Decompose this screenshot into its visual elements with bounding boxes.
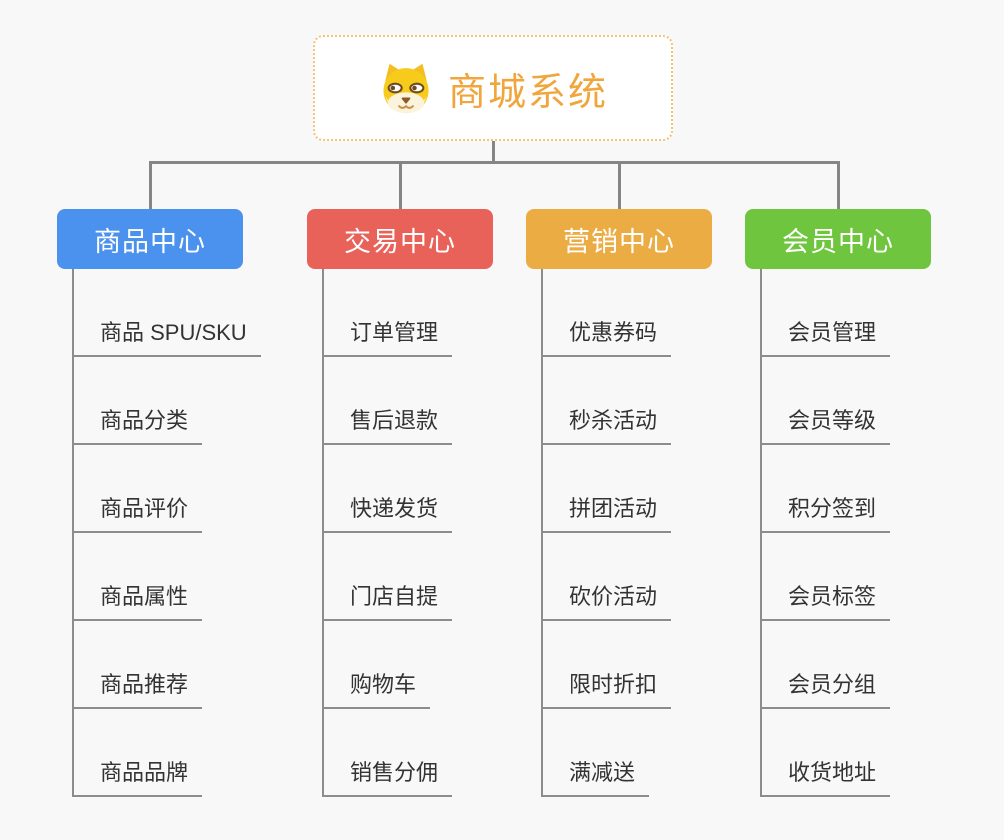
sub-item: 拼团活动 — [541, 445, 776, 533]
branch-label: 交易中心 — [344, 226, 456, 257]
sub-item: 会员管理 — [760, 269, 995, 357]
sub-item: 门店自提 — [322, 533, 557, 621]
branch-items: 商品 SPU/SKU 商品分类商品评价商品属性商品推荐商品品牌 — [72, 269, 307, 797]
connector-branch-stem — [149, 161, 152, 209]
sub-item-label[interactable]: 积分签到 — [760, 491, 891, 533]
sub-item-label[interactable]: 门店自提 — [322, 579, 453, 621]
sub-item-label[interactable]: 售后退款 — [322, 403, 453, 445]
branch-items: 订单管理售后退款快递发货门店自提购物车销售分佣 — [322, 269, 557, 797]
sub-item: 砍价活动 — [541, 533, 776, 621]
sub-item: 订单管理 — [322, 269, 557, 357]
sub-item-label[interactable]: 会员等级 — [760, 403, 891, 445]
sub-item-label[interactable]: 购物车 — [322, 667, 431, 709]
sub-item: 优惠券码 — [541, 269, 776, 357]
branch-label: 商品中心 — [94, 226, 206, 257]
branch-header[interactable]: 营销中心 — [526, 209, 712, 269]
sub-item-label[interactable]: 会员分组 — [760, 667, 891, 709]
sub-item-label[interactable]: 订单管理 — [322, 315, 453, 357]
connector-branch-stem — [618, 161, 621, 209]
sub-item: 会员等级 — [760, 357, 995, 445]
sub-item-label[interactable]: 快递发货 — [322, 491, 453, 533]
sub-item-label[interactable]: 商品品牌 — [72, 755, 203, 797]
sub-item: 秒杀活动 — [541, 357, 776, 445]
sub-item: 限时折扣 — [541, 621, 776, 709]
sub-item-label[interactable]: 销售分佣 — [322, 755, 453, 797]
sub-item-label[interactable]: 收货地址 — [760, 755, 891, 797]
sub-item-label[interactable]: 会员管理 — [760, 315, 891, 357]
branch-column: 营销中心 优惠券码秒杀活动拼团活动砍价活动限时折扣满减送 — [526, 161, 776, 797]
root-node[interactable]: 商城系统 — [313, 35, 673, 141]
sub-item: 会员标签 — [760, 533, 995, 621]
branch-column: 会员中心 会员管理会员等级积分签到会员标签会员分组收货地址 — [745, 161, 995, 797]
branch-label: 会员中心 — [782, 226, 894, 257]
branch-header[interactable]: 商品中心 — [57, 209, 243, 269]
sub-item: 购物车 — [322, 621, 557, 709]
sub-item: 会员分组 — [760, 621, 995, 709]
sub-item: 商品分类 — [72, 357, 307, 445]
sub-item-label[interactable]: 满减送 — [541, 755, 650, 797]
sub-item-label[interactable]: 砍价活动 — [541, 579, 672, 621]
sub-item: 商品属性 — [72, 533, 307, 621]
sub-item: 积分签到 — [760, 445, 995, 533]
sub-item: 商品推荐 — [72, 621, 307, 709]
branch-items: 优惠券码秒杀活动拼团活动砍价活动限时折扣满减送 — [541, 269, 776, 797]
dog-face-icon — [378, 62, 434, 114]
sub-item: 售后退款 — [322, 357, 557, 445]
sub-item-label[interactable]: 商品分类 — [72, 403, 203, 445]
sub-item-label[interactable]: 商品 SPU/SKU — [72, 315, 261, 357]
sub-item-label[interactable]: 秒杀活动 — [541, 403, 672, 445]
sub-item: 商品评价 — [72, 445, 307, 533]
connector-horizontal — [149, 161, 840, 164]
sub-item: 收货地址 — [760, 709, 995, 797]
branch-label: 营销中心 — [563, 226, 675, 257]
branch-column: 商品中心 商品 SPU/SKU 商品分类商品评价商品属性商品推荐商品品牌 — [57, 161, 307, 797]
sub-item: 销售分佣 — [322, 709, 557, 797]
sub-item-label[interactable]: 优惠券码 — [541, 315, 672, 357]
sub-item-label[interactable]: 限时折扣 — [541, 667, 672, 709]
sub-item-label[interactable]: 拼团活动 — [541, 491, 672, 533]
sub-item-label[interactable]: 商品评价 — [72, 491, 203, 533]
branch-items: 会员管理会员等级积分签到会员标签会员分组收货地址 — [760, 269, 995, 797]
sub-item: 满减送 — [541, 709, 776, 797]
sub-item: 商品 SPU/SKU — [72, 269, 307, 357]
connector-root-stem — [492, 141, 495, 164]
branch-header[interactable]: 交易中心 — [307, 209, 493, 269]
connector-branch-stem — [837, 161, 840, 209]
root-title: 商城系统 — [447, 71, 608, 114]
sub-item-label[interactable]: 商品属性 — [72, 579, 203, 621]
sub-item: 快递发货 — [322, 445, 557, 533]
connector-branch-stem — [399, 161, 402, 209]
branch-column: 交易中心 订单管理售后退款快递发货门店自提购物车销售分佣 — [307, 161, 557, 797]
sub-item-label[interactable]: 商品推荐 — [72, 667, 203, 709]
branch-header[interactable]: 会员中心 — [745, 209, 931, 269]
sub-item-label[interactable]: 会员标签 — [760, 579, 891, 621]
sub-item: 商品品牌 — [72, 709, 307, 797]
